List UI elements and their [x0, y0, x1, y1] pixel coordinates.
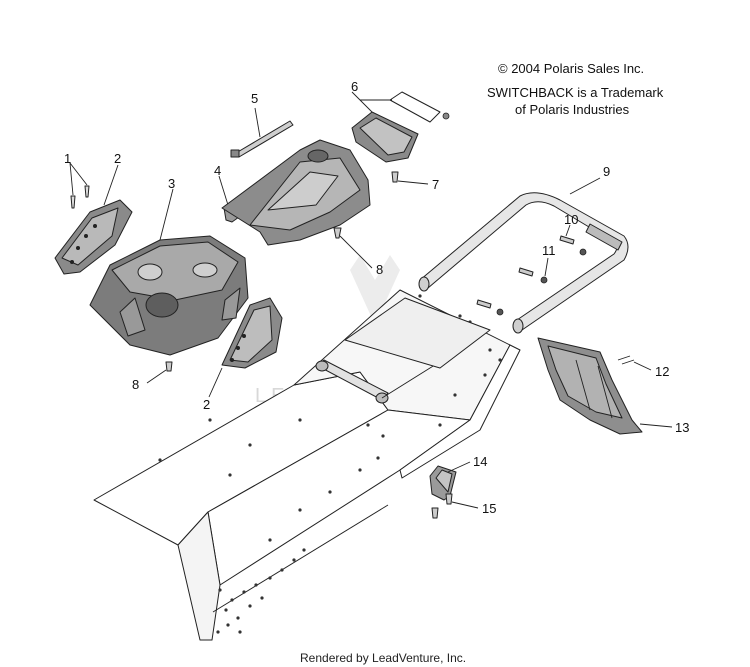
tunnel [93, 289, 521, 641]
trademark-line-2: of Polaris Industries [515, 102, 630, 117]
part-9-grab-bar [418, 177, 629, 334]
center-console [221, 139, 371, 246]
callout-labels: 1 2 3 4 5 6 7 8 8 2 9 10 11 12 13 14 15 [64, 79, 689, 516]
callout-3: 3 [168, 176, 175, 191]
callout-12: 12 [655, 364, 669, 379]
callout-6: 6 [351, 79, 358, 94]
part-10-bolt [476, 224, 575, 309]
callout-15: 15 [482, 501, 496, 516]
part-7-screw [391, 171, 429, 185]
callout-5: 5 [251, 91, 258, 106]
footer-credit: Rendered by LeadVenture, Inc. [300, 651, 466, 665]
part-8-screws [146, 227, 373, 384]
part-2-right-cover [208, 297, 283, 398]
callout-2-left: 2 [114, 151, 121, 166]
callout-13: 13 [675, 420, 689, 435]
callout-8-right: 8 [376, 262, 383, 277]
copyright-text: © 2004 Polaris Sales Inc. [498, 61, 644, 76]
part-5-strut [230, 107, 294, 158]
callout-7: 7 [432, 177, 439, 192]
callout-9: 9 [603, 164, 610, 179]
callout-11: 11 [542, 243, 556, 258]
part-3-rear-hood [89, 188, 249, 356]
part-13-snow-flap [537, 337, 673, 435]
part-15-rivets [431, 493, 479, 519]
callout-2-right: 2 [203, 397, 210, 412]
part-14-bracket [429, 461, 471, 501]
part-6-lid [351, 91, 450, 163]
part-1-screws [69, 162, 90, 209]
callout-14: 14 [473, 454, 487, 469]
part-2-left-cover [54, 164, 133, 275]
part-11-nuts [496, 248, 587, 316]
part-12-rivets [617, 355, 652, 371]
callout-4: 4 [214, 163, 221, 178]
trademark-line-1: SWITCHBACK is a Trademark [487, 85, 664, 100]
callout-10: 10 [564, 212, 578, 227]
callout-1: 1 [64, 151, 71, 166]
callout-8-left: 8 [132, 377, 139, 392]
